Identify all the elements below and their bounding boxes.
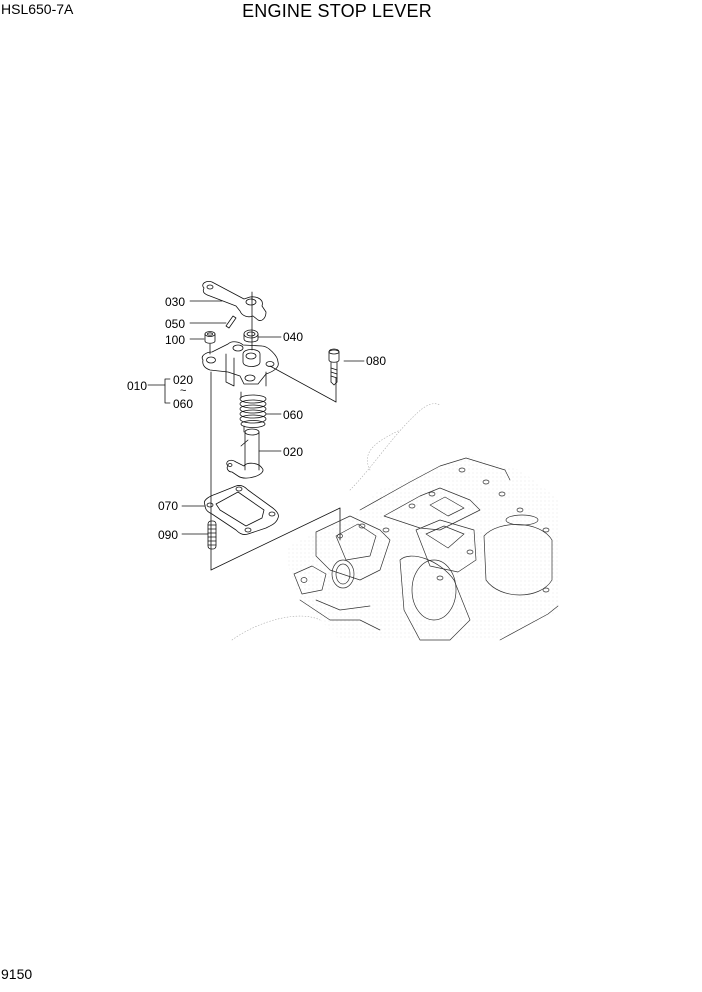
- callout-090: 090: [158, 528, 179, 542]
- callout-020-range-start: 020: [173, 373, 194, 387]
- callout-030: 030: [165, 295, 186, 309]
- callout-070: 070: [158, 499, 179, 513]
- page-number: 9150: [1, 966, 33, 982]
- part-060-spring: [239, 391, 267, 433]
- callout-range-tilde: ~: [180, 385, 187, 397]
- engine-block: [286, 456, 560, 641]
- part-040-seal: [243, 329, 259, 343]
- page-title: ENGINE STOP LEVER: [0, 0, 702, 22]
- page-title-text: ENGINE STOP LEVER: [242, 1, 432, 21]
- part-070-gasket: [203, 485, 279, 535]
- part-080-bolt: [328, 348, 340, 386]
- callout-100: 100: [165, 333, 186, 347]
- callout-050: 050: [165, 317, 186, 331]
- part-090-stud: [207, 520, 217, 550]
- part-030-lever: [202, 281, 267, 321]
- callout-010: 010: [127, 379, 148, 393]
- callout-060-range-end: 060: [173, 397, 194, 411]
- part-050-pin: [225, 315, 237, 329]
- callout-040: 040: [283, 330, 304, 344]
- leader-lines: [147, 297, 365, 571]
- callout-080: 080: [366, 354, 387, 368]
- callout-020: 020: [283, 445, 304, 459]
- part-100-nut: [204, 331, 216, 355]
- part-010-housing: [201, 341, 279, 387]
- part-020-shaft: [226, 428, 264, 479]
- model-number: HSL650-7A: [1, 1, 74, 17]
- callout-060: 060: [283, 408, 304, 422]
- ghost-outline: [231, 403, 441, 641]
